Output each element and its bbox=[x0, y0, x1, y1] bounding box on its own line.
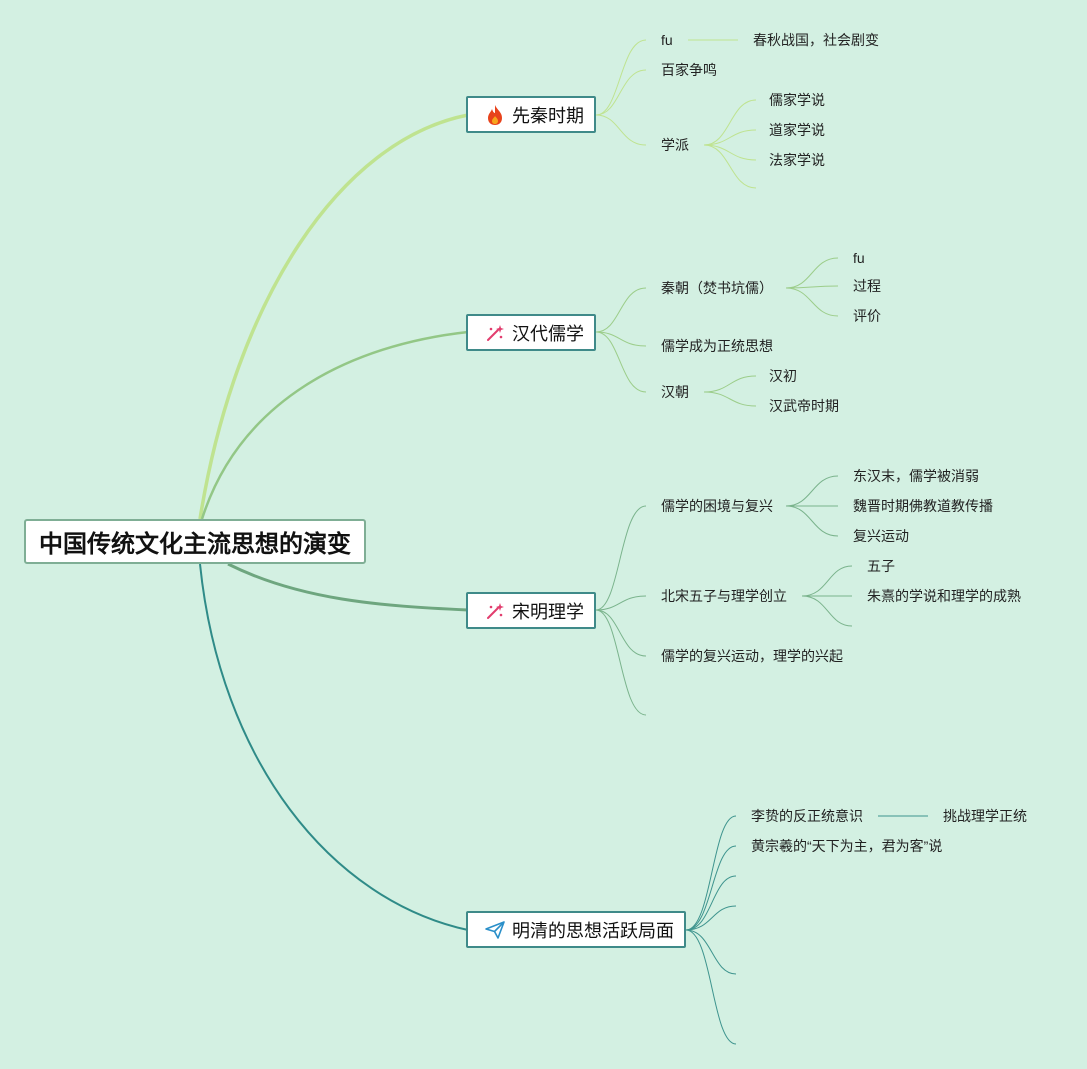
node-weijin[interactable]: 魏晋时期佛教道教传播 bbox=[853, 498, 993, 514]
node-fuxing[interactable]: 复兴运动 bbox=[853, 528, 909, 544]
branch-label: 汉代儒学 bbox=[512, 323, 584, 344]
branch-label: 宋明理学 bbox=[512, 601, 584, 622]
node-hanwudi[interactable]: 汉武帝时期 bbox=[769, 398, 839, 414]
node-pingjia[interactable]: 评价 bbox=[853, 308, 881, 324]
node-zhuxi[interactable]: 朱熹的学说和理学的成熟 bbox=[867, 588, 1021, 604]
node-fu-2[interactable]: fu bbox=[853, 250, 865, 266]
branch-mingqing[interactable]: 明清的思想活跃局面 bbox=[466, 911, 686, 948]
sparkle-wand-icon bbox=[484, 322, 506, 344]
branch-label: 先秦时期 bbox=[512, 105, 584, 126]
branch-xianqin[interactable]: 先秦时期 bbox=[466, 96, 596, 133]
node-donghan[interactable]: 东汉末，儒学被消弱 bbox=[853, 468, 979, 484]
node-qinchao[interactable]: 秦朝（焚书坑儒） bbox=[661, 280, 773, 296]
node-hanchu[interactable]: 汉初 bbox=[769, 368, 797, 384]
branch-songming[interactable]: 宋明理学 bbox=[466, 592, 596, 629]
node-xingqi[interactable]: 儒学的复兴运动，理学的兴起 bbox=[661, 648, 843, 664]
node-lizhi[interactable]: 李贽的反正统意识 bbox=[751, 808, 863, 824]
root-topic[interactable]: 中国传统文化主流思想的演变 bbox=[24, 519, 366, 564]
sparkle-wand-icon bbox=[484, 600, 506, 622]
node-xuepai[interactable]: 学派 bbox=[661, 137, 689, 153]
node-zhengtong[interactable]: 儒学成为正统思想 bbox=[661, 338, 773, 354]
node-guocheng[interactable]: 过程 bbox=[853, 278, 881, 294]
node-hanchao[interactable]: 汉朝 bbox=[661, 384, 689, 400]
node-fu[interactable]: fu bbox=[661, 32, 673, 48]
node-fajia[interactable]: 法家学说 bbox=[769, 152, 825, 168]
node-kunjing[interactable]: 儒学的困境与复兴 bbox=[661, 498, 773, 514]
node-huangzongxi[interactable]: 黄宗羲的“天下为主，君为客”说 bbox=[751, 838, 943, 854]
branch-label: 明清的思想活跃局面 bbox=[512, 920, 674, 941]
node-wuzi[interactable]: 五子 bbox=[867, 558, 895, 574]
node-rujia[interactable]: 儒家学说 bbox=[769, 92, 825, 108]
flame-icon bbox=[484, 104, 506, 126]
node-beisong[interactable]: 北宋五子与理学创立 bbox=[661, 588, 787, 604]
node-chunqiu[interactable]: 春秋战国，社会剧变 bbox=[753, 32, 879, 48]
branch-handai[interactable]: 汉代儒学 bbox=[466, 314, 596, 351]
node-tiaozhan[interactable]: 挑战理学正统 bbox=[943, 808, 1027, 824]
node-daojia[interactable]: 道家学说 bbox=[769, 122, 825, 138]
paper-plane-icon bbox=[484, 919, 506, 941]
node-baijia[interactable]: 百家争鸣 bbox=[661, 62, 717, 78]
